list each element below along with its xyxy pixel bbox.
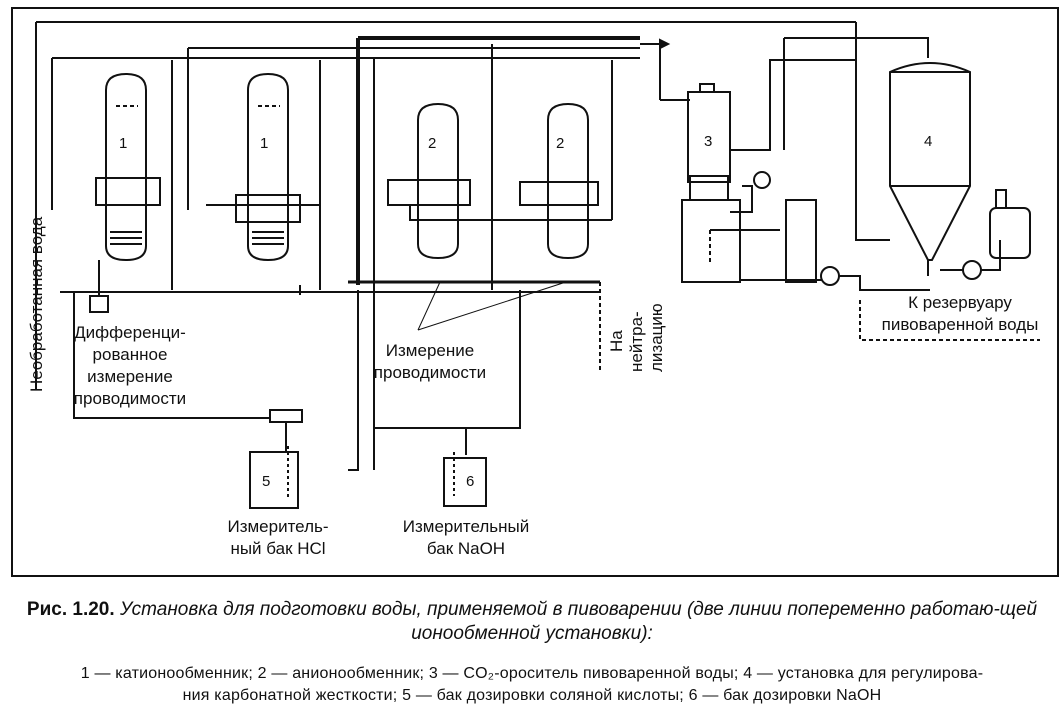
pump-1 bbox=[820, 266, 840, 286]
anion-exchanger-2 bbox=[547, 102, 589, 260]
anion-exchanger-1 bbox=[417, 102, 459, 260]
pump-2 bbox=[962, 260, 982, 280]
svg-text:Измерительный: Измерительный bbox=[403, 517, 529, 536]
reservoir-label: К резервуару пивоваренной воды bbox=[882, 293, 1039, 334]
svg-text:К резервуару: К резервуару bbox=[908, 293, 1012, 312]
figure-caption: Рис. 1.20. Установка для подготовки воды… bbox=[0, 598, 1064, 646]
svg-text:Дифференци-: Дифференци- bbox=[74, 323, 186, 342]
number-3: 3 bbox=[704, 133, 712, 150]
svg-text:ный бак HCl: ный бак HCl bbox=[230, 539, 325, 558]
legend-line-2: ния карбонатной жесткости; 5 — бак дозир… bbox=[182, 687, 882, 704]
number-1a: 1 bbox=[119, 135, 127, 152]
figure-legend: 1 — катионообменник; 2 — анионообменник;… bbox=[0, 663, 1064, 707]
svg-text:проводимости: проводимости bbox=[74, 389, 186, 408]
carbonate-hardness-unit bbox=[889, 48, 971, 276]
svg-text:На: На bbox=[607, 330, 626, 352]
svg-text:пивоваренной воды: пивоваренной воды bbox=[882, 315, 1039, 334]
number-2a: 2 bbox=[428, 135, 436, 152]
naoh-tank bbox=[443, 457, 487, 507]
buffer-tank bbox=[785, 199, 817, 283]
svg-text:бак NaOH: бак NaOH bbox=[427, 539, 505, 558]
svg-text:лизацию: лизацию bbox=[647, 303, 666, 372]
number-6: 6 bbox=[466, 473, 474, 490]
conductivity-label: Измерение проводимости bbox=[374, 341, 486, 382]
svg-text:Измерение: Измерение bbox=[386, 341, 474, 360]
svg-text:Измеритель-: Измеритель- bbox=[227, 517, 328, 536]
naoh-tank-label: Измерительный бак NaOH bbox=[403, 517, 529, 558]
number-5: 5 bbox=[262, 473, 270, 490]
water-treatment-diagram: 1 1 2 2 3 4 5 6 Необработанная вода Дифф… bbox=[11, 7, 1059, 577]
cation-exchanger-2 bbox=[247, 72, 289, 262]
number-4: 4 bbox=[924, 133, 932, 150]
hcl-tank-label: Измеритель- ный бак HCl bbox=[227, 517, 328, 558]
diff-measure-label: Дифференци- рованное измерение проводимо… bbox=[74, 323, 186, 408]
figure-title: Установка для подготовки воды, применяем… bbox=[119, 599, 1038, 644]
hcl-tank bbox=[249, 451, 299, 509]
number-1b: 1 bbox=[260, 135, 268, 152]
untreated-water-label: Необработанная вода bbox=[27, 216, 46, 392]
dosing-vessel bbox=[989, 207, 1031, 259]
svg-text:измерение: измерение bbox=[87, 367, 173, 386]
co2-sprinkler bbox=[681, 83, 771, 283]
number-2b: 2 bbox=[556, 135, 564, 152]
cation-exchanger-1 bbox=[105, 72, 147, 262]
legend-line-1: 1 — катионообменник; 2 — анионообменник;… bbox=[80, 665, 984, 682]
diff-conductivity-sensor bbox=[89, 295, 109, 313]
svg-text:рованное: рованное bbox=[93, 345, 168, 364]
neutralization-label: На нейтра- лизацию bbox=[607, 303, 666, 372]
svg-text:нейтра-: нейтра- bbox=[627, 311, 646, 372]
svg-text:проводимости: проводимости bbox=[374, 363, 486, 382]
figure-number: Рис. 1.20. bbox=[26, 599, 115, 620]
